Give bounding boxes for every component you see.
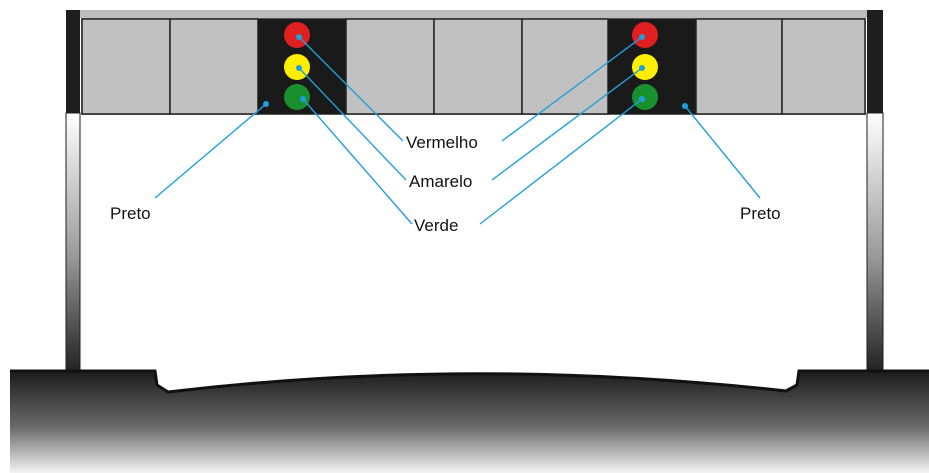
panel-cell (433, 18, 523, 115)
sign-panel (81, 18, 866, 115)
right-post (866, 112, 884, 373)
leader-yellow-left (298, 67, 407, 181)
panel-cell (169, 18, 259, 115)
road-surface-edge (10, 369, 929, 394)
leader-green-right (479, 98, 643, 225)
leader-dot (296, 65, 302, 71)
green-lamp-right (632, 84, 658, 110)
leader-black-left (154, 103, 267, 199)
leader-red-right (501, 36, 643, 142)
leader-dot (300, 96, 306, 102)
label-amarelo: Amarelo (409, 172, 472, 191)
panel-cell (345, 18, 435, 115)
label-vermelho: Vermelho (406, 133, 478, 152)
leader-yellow-right (491, 67, 643, 181)
gantry-top-beam (66, 10, 883, 18)
label-preto-left: Preto (110, 204, 151, 223)
panel-cell (521, 18, 609, 115)
yellow-lamp-right (632, 54, 658, 80)
leader-red-left (298, 36, 404, 142)
left-post (65, 112, 81, 373)
label-verde: Verde (414, 216, 458, 235)
leader-dot (639, 96, 645, 102)
road-cross-section (10, 371, 929, 473)
green-lamp-left (284, 84, 310, 110)
red-lamp-right (632, 22, 658, 48)
panel-cell (781, 18, 866, 115)
leader-dot (682, 103, 688, 109)
panel-cell (81, 18, 171, 115)
leader-black-right (684, 105, 761, 199)
leader-dot (639, 34, 645, 40)
label-preto-right: Preto (740, 204, 781, 223)
leader-dot (639, 65, 645, 71)
leader-dot (263, 101, 269, 107)
panel-cell (695, 18, 783, 115)
leader-green-left (302, 98, 413, 225)
leader-dot (296, 34, 302, 40)
